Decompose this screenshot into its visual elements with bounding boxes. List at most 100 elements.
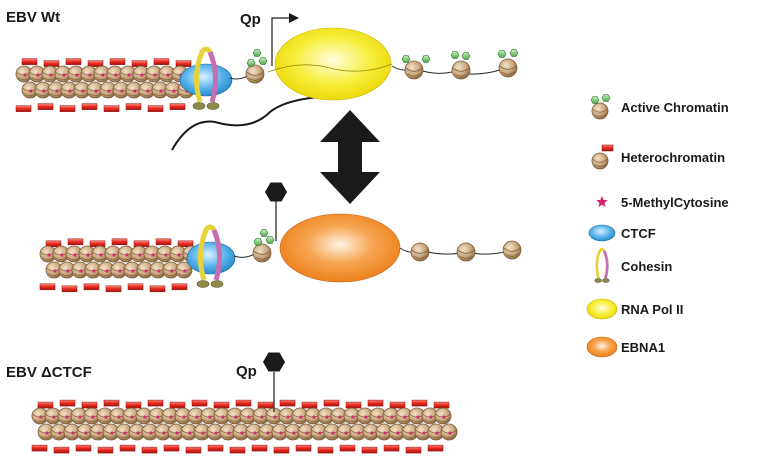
methylcytosine-star	[139, 72, 145, 77]
heterochromatin-mark	[53, 446, 70, 454]
methylcytosine-star	[408, 430, 414, 435]
nucleosome	[102, 423, 120, 441]
nucleosome	[440, 423, 458, 441]
heterochromatin-mark	[59, 399, 76, 407]
heterochromatin-mark	[39, 283, 56, 291]
methylcytosine-star	[395, 430, 401, 435]
methylcytosine-star	[161, 430, 167, 435]
nucleosome	[161, 407, 179, 425]
legend-label-hetero: Heterochromatin	[621, 150, 725, 165]
nucleosome	[141, 423, 159, 441]
heterochromatin-mark	[257, 401, 274, 409]
methylcytosine-star	[311, 414, 317, 419]
legend-item-ebna1: EBNA1	[586, 336, 665, 358]
methylcytosine-star	[28, 88, 34, 93]
heterochromatin-mark	[103, 399, 120, 407]
active-mark	[590, 96, 600, 104]
heterochromatin-mark	[141, 446, 158, 454]
nucleosome	[99, 81, 117, 99]
legend-item-ctcf: CTCF	[588, 224, 656, 242]
methylcytosine-star	[158, 88, 164, 93]
methylcytosine-star	[304, 430, 310, 435]
methylcytosine-star	[220, 414, 226, 419]
promoter-label-wt: Qp	[240, 11, 261, 28]
methylcytosine-star	[389, 414, 395, 419]
methylcytosine-star	[165, 72, 171, 77]
nucleosome	[91, 245, 109, 263]
heterochromatin-mark	[251, 444, 268, 452]
methylcytosine-star	[168, 414, 174, 419]
legend-label-methyl: 5-MethylCytosine	[621, 195, 729, 210]
nucleosome-active-wt	[245, 64, 265, 84]
methylcytosine-star	[87, 72, 93, 77]
methylcytosine-star	[272, 414, 278, 419]
methylcytosine-star	[421, 430, 427, 435]
heterochromatin-icon	[591, 144, 614, 170]
rna-pol-ii-oval-icon	[586, 298, 618, 320]
heterochromatin-mark	[601, 144, 614, 152]
ctcf-oval-icon	[588, 224, 616, 242]
nucleosome-active-wt	[451, 60, 471, 80]
methylcytosine-star	[77, 414, 83, 419]
heterochromatin-mark	[15, 105, 32, 112]
active-mark	[450, 51, 460, 59]
nucleosome	[174, 407, 192, 425]
heterochromatin-mark	[127, 283, 144, 291]
methylcytosine-star	[324, 414, 330, 419]
panel-title-wt: EBV Wt	[6, 9, 60, 26]
heterochromatin-mark	[389, 401, 406, 409]
methylcytosine-star	[382, 430, 388, 435]
active-mark	[401, 55, 411, 63]
cohesin-complex-wt	[192, 46, 220, 110]
nucleosome	[278, 407, 296, 425]
heterochromatin-mark	[301, 401, 318, 409]
methylcytosine-star	[252, 430, 258, 435]
cohesin-ring-icon	[594, 247, 610, 283]
methylcytosine-star	[434, 430, 440, 435]
methylcytosine-star	[369, 430, 375, 435]
methylcytosine-star	[78, 268, 84, 273]
active-mark	[509, 49, 519, 57]
methylcytosine-star	[171, 88, 177, 93]
methylcytosine-star	[207, 414, 213, 419]
heterochromatin-mark	[171, 283, 188, 291]
heterochromatin-mark	[81, 401, 98, 409]
methylcytosine-star	[376, 414, 382, 419]
methylcytosine-star	[100, 72, 106, 77]
heterochromatin-mark	[273, 446, 290, 454]
methylcytosine-star	[96, 430, 102, 435]
methylcytosine-star	[129, 414, 135, 419]
nucleosome-active-wt	[498, 58, 518, 78]
nucleosome-middle	[502, 240, 522, 260]
nucleosome	[434, 407, 452, 425]
methylcytosine-star	[98, 252, 104, 257]
heterochromatin-mark	[147, 399, 164, 407]
heterochromatin-array-middle	[39, 238, 200, 293]
promoter-arrowhead-wt	[289, 13, 299, 23]
transition-double-arrow	[320, 110, 380, 204]
methylcytosine-star	[265, 430, 271, 435]
heterochromatin-mark	[191, 399, 208, 407]
methylcytosine-star	[85, 252, 91, 257]
methylcytosine-star	[187, 430, 193, 435]
legend-item-methyl: 5-MethylCytosine	[596, 195, 729, 210]
methylcytosine-star-icon	[596, 196, 608, 207]
panel-title-dctcf: EBV ΔCTCF	[6, 364, 92, 381]
methylcytosine-star	[150, 252, 156, 257]
heterochromatin-mark	[175, 60, 192, 67]
heterochromatin-mark	[185, 446, 202, 454]
methylcytosine-star	[106, 88, 112, 93]
methylcytosine-star	[226, 430, 232, 435]
methylcytosine-star	[156, 268, 162, 273]
cohesin-complex-middle	[196, 224, 224, 288]
nucleosome	[336, 423, 354, 441]
active-mark	[497, 50, 507, 58]
legend-label-cohesin: Cohesin	[621, 259, 672, 274]
methylcytosine-star	[239, 430, 245, 435]
dna-strand-loop	[171, 95, 346, 151]
nucleosome	[44, 407, 62, 425]
heterochromatin-mark	[83, 283, 100, 291]
methylcytosine-star	[259, 414, 265, 419]
heterochromatin-mark	[147, 105, 164, 112]
